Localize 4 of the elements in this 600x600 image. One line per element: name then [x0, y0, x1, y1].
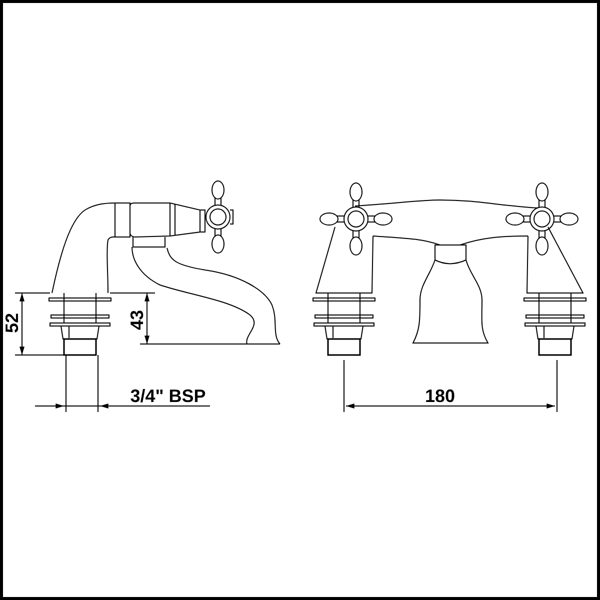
dimension-label: 180	[424, 387, 456, 405]
dimension-label: 3/4" BSP	[129, 387, 207, 405]
dimension-label: 52	[3, 312, 21, 334]
dimension-label: 43	[128, 308, 146, 332]
